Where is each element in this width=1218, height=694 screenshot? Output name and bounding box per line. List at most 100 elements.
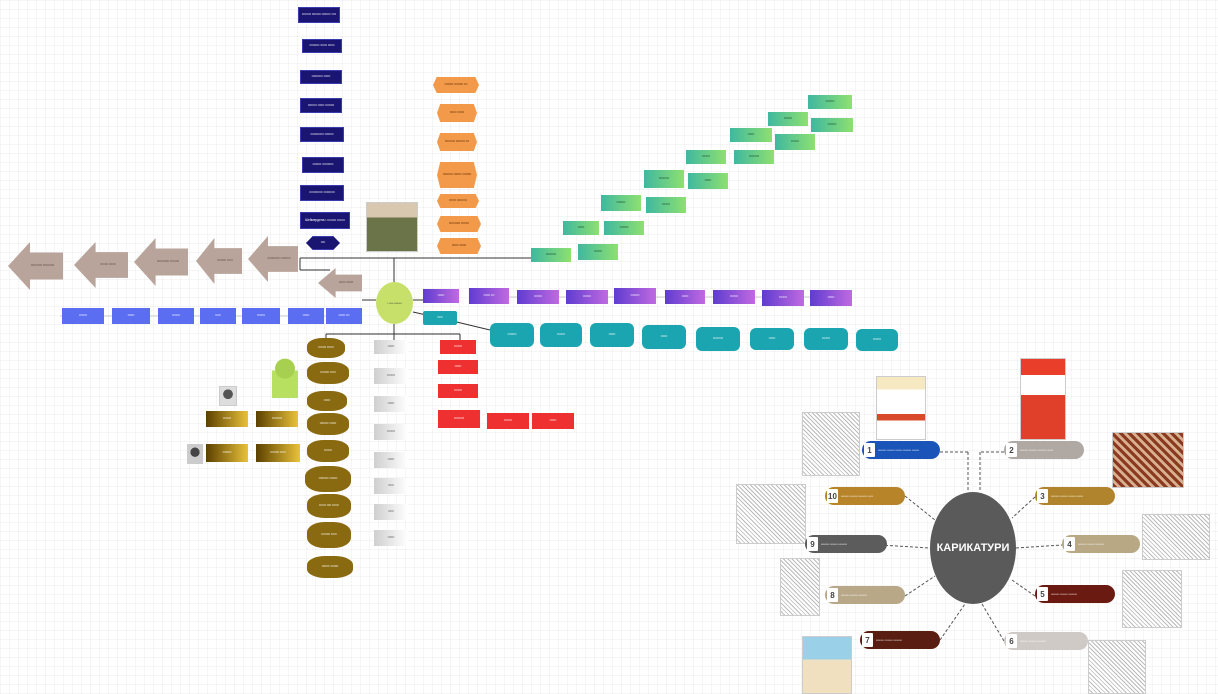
caricature-item-10[interactable]: 10 •••••••• ••••••• •••••••• ••••• xyxy=(825,487,905,505)
red-node-2[interactable]: •••••• xyxy=(438,360,478,374)
blue-node-5[interactable]: ••••••• xyxy=(242,308,280,324)
navy-node-7[interactable]: •••••••••••• •••••••••• xyxy=(300,185,344,201)
green-node-7[interactable]: ••••••••• xyxy=(644,170,684,188)
caricature-item-7[interactable]: 7 •••••••• ••••••• •••••••• xyxy=(860,631,940,649)
navy-node-6[interactable]: •••••••• •••••••••• xyxy=(302,157,344,173)
navy-node-4[interactable]: •••••••• •••••• •••••••• xyxy=(300,98,342,113)
grey-node-5[interactable]: •••••• xyxy=(374,452,408,468)
orange-node-6[interactable]: •••••••••• ••••••• xyxy=(437,216,481,232)
teal-node-7[interactable]: •••••• xyxy=(750,328,794,350)
red-node-6[interactable]: •••••• xyxy=(532,413,574,429)
teal-node-9[interactable]: ••••••• xyxy=(856,329,898,351)
navy-node-3[interactable]: •••••••••• •••••• xyxy=(300,70,342,84)
green-node-label: •••••••• xyxy=(828,123,837,127)
teal-node-1[interactable]: ••••• xyxy=(423,311,457,325)
orange-node-4[interactable]: ••••••••• ••••••• •••••••• xyxy=(437,162,477,188)
green-node-12[interactable]: ••••••• xyxy=(775,134,815,150)
purple-node-3[interactable]: ••••••• xyxy=(517,290,559,304)
orange-node-5[interactable]: •••••• ••••••••• xyxy=(437,194,479,208)
teal-node-2[interactable]: •••••••• xyxy=(490,323,534,347)
caricature-item-8[interactable]: 8 •••••••• ••••••• •••••••• xyxy=(825,586,905,604)
blue-node-1[interactable]: ••••••• xyxy=(62,308,104,324)
purple-node-6[interactable]: •••••• xyxy=(665,290,705,304)
caricature-item-1[interactable]: 1 •••••••• ••••••• •••••• •••••••• •••••… xyxy=(862,441,940,459)
green-node-5[interactable]: •••••••• xyxy=(601,195,641,211)
grey-node-4[interactable]: ••••••• xyxy=(374,424,408,440)
green-node-14[interactable]: •••••••• xyxy=(811,118,853,132)
caricature-item-5[interactable]: 5 •••••••• ••••••• •••••••• xyxy=(1035,585,1115,603)
green-node-4[interactable]: •••••••• xyxy=(604,221,644,235)
orange-node-7[interactable]: •••••• •••••• xyxy=(437,238,481,254)
teal-node-6[interactable]: ••••••••• xyxy=(696,327,740,351)
caricature-item-6[interactable]: 6 •••••••• ••••••• •••••••• xyxy=(1004,632,1088,650)
gold-node-4[interactable]: •••••••• ••••• xyxy=(256,444,300,462)
cloud-node-2[interactable]: •••••••• ••••• xyxy=(307,362,349,384)
cloud-node-1[interactable]: ••••••• •••••• xyxy=(307,338,345,358)
navy-node-2[interactable]: ••••••••• •••••• •••••• xyxy=(302,39,342,53)
purple-node-label: •••••••• xyxy=(631,294,640,298)
cloud-node-8[interactable]: •••••••• ••••• xyxy=(307,522,351,548)
orange-node-1[interactable]: •••••••• •••••••• ••• xyxy=(433,77,479,93)
grey-node-6[interactable]: ••••• xyxy=(374,478,408,494)
central-topic-node[interactable]: • •••• ••••••• xyxy=(376,282,413,324)
caricature-item-4[interactable]: 4 •••••••• ••••••• •••••••• xyxy=(1062,535,1140,553)
blue-node-6[interactable]: •••••• xyxy=(288,308,324,324)
teal-node-3[interactable]: ••••••• xyxy=(540,323,582,347)
cloud-node-6[interactable]: ••••••••• ••••••• xyxy=(305,466,351,492)
cloud-node-4[interactable]: •••••••• •••••• xyxy=(307,413,349,435)
cloud-node-9[interactable]: ••••••• ••••••• xyxy=(307,556,353,578)
gold-node-1[interactable]: ••••••• xyxy=(206,411,248,427)
grey-node-7[interactable]: ••••• xyxy=(374,504,408,520)
gold-node-2[interactable]: ••••••••• xyxy=(256,411,298,427)
purple-node-7[interactable]: ••••••• xyxy=(713,290,755,304)
red-node-5[interactable]: ••••••• xyxy=(487,413,529,429)
green-node-8[interactable]: •••••• xyxy=(688,173,728,189)
grey-node-2[interactable]: ••••••• xyxy=(374,368,408,384)
blue-node-3[interactable]: ••••••• xyxy=(158,308,194,324)
cloud-node-3[interactable]: •••••• xyxy=(307,391,347,411)
green-node-3[interactable]: •••••• xyxy=(563,221,599,235)
teal-node-4[interactable]: •••••• xyxy=(590,323,634,347)
red-node-1[interactable]: ••••••• xyxy=(440,340,476,354)
green-node-13[interactable]: ••••••• xyxy=(768,112,808,126)
green-node-2[interactable]: ••••••• xyxy=(578,244,618,260)
navy-node-label: •••••••• •••••••••• xyxy=(313,163,334,167)
orange-node-2[interactable]: •••••• •••••• xyxy=(437,104,477,122)
green-node-15[interactable]: •••••••• xyxy=(808,95,852,109)
grey-node-1[interactable]: •••••• xyxy=(374,340,408,354)
teal-node-8[interactable]: ••••••• xyxy=(804,328,848,350)
navy-node-1[interactable]: •••••••• •••••••• •••••••• •••• xyxy=(298,7,340,23)
gold-node-3[interactable]: •••••••• xyxy=(206,444,248,462)
blue-node-2[interactable]: •••••• xyxy=(112,308,150,324)
green-node-11[interactable]: •••••• xyxy=(730,128,772,142)
navy-node-9[interactable]: •••• xyxy=(306,236,340,250)
green-node-1[interactable]: ••••••••• xyxy=(531,248,571,262)
blue-node-7[interactable]: •••••• ••• xyxy=(326,308,362,324)
caricatures-central-node[interactable]: КАРИКАТУРИ xyxy=(930,492,1016,604)
red-node-3[interactable]: ••••••• xyxy=(438,384,478,398)
grey-node-8[interactable]: •••••• xyxy=(374,530,408,546)
green-node-10[interactable]: ••••••••• xyxy=(734,150,774,164)
green-node-6[interactable]: ••••••• xyxy=(646,197,686,213)
person-photo-1 xyxy=(219,386,237,406)
red-node-4[interactable]: ••••••••• xyxy=(438,410,480,428)
arrow-node-label: ••••••••••• •••••••• xyxy=(143,260,179,264)
orange-node-3[interactable]: ••••••••• •••••••• ••• xyxy=(437,133,477,151)
navy-node-5[interactable]: •••••••••••• •••••••• xyxy=(300,127,344,142)
navy-node-8[interactable]: Шеймердена • •••••••• ••••••• xyxy=(300,212,350,229)
caricature-item-3[interactable]: 3 •••••••• ••••••• ••••••• •••••• xyxy=(1035,487,1115,505)
purple-node-4[interactable]: ••••••• xyxy=(566,290,608,304)
green-node-9[interactable]: ••••••• xyxy=(686,150,726,164)
cloud-node-5[interactable]: ••••••• xyxy=(307,440,349,462)
teal-node-5[interactable]: •••••• xyxy=(642,325,686,349)
purple-node-8[interactable]: ••••••• xyxy=(762,290,804,306)
purple-node-9[interactable]: •••••• xyxy=(810,290,852,306)
caricature-item-9[interactable]: 9 •••••••• ••••••• •••••••• xyxy=(805,535,887,553)
purple-node-2[interactable]: •••••• ••• xyxy=(469,288,509,304)
purple-node-5[interactable]: •••••••• xyxy=(614,288,656,304)
cloud-node-7[interactable]: •••••• •••• •••••• xyxy=(307,494,351,518)
purple-node-1[interactable]: •••••• xyxy=(423,289,459,303)
grey-node-3[interactable]: •••••• xyxy=(374,396,408,412)
blue-node-4[interactable]: ••••• xyxy=(200,308,236,324)
caricature-item-2[interactable]: 2 •••••••• ••••••• •••••••• •••••• xyxy=(1004,441,1084,459)
